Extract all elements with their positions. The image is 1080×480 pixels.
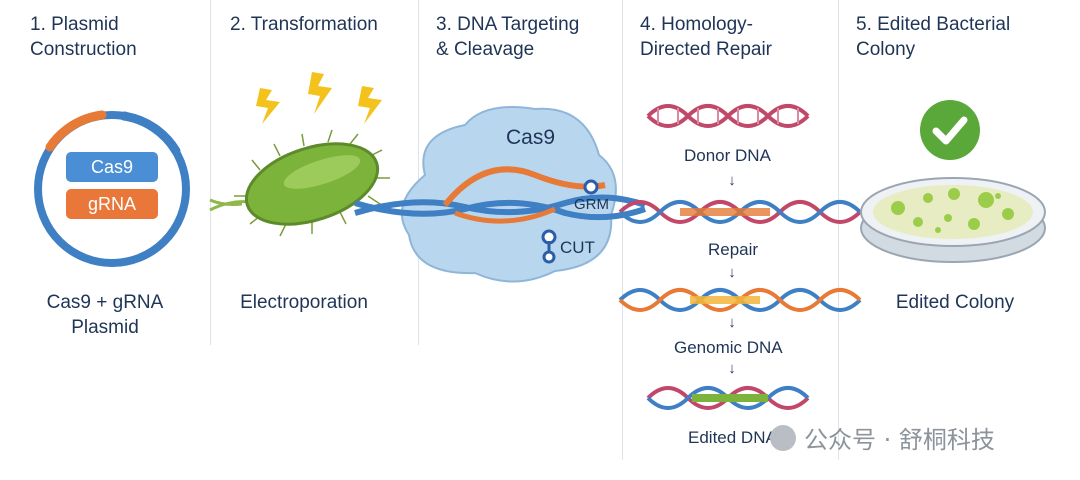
- divider-2: [418, 0, 419, 345]
- grna-label: gRNA: [87, 194, 136, 214]
- grna-label-box: gRNA: [66, 189, 158, 219]
- wechat-logo-icon: [770, 424, 796, 451]
- divider-4: [838, 0, 839, 460]
- edited-dna-icon: [646, 386, 810, 410]
- repair-label: Repair: [708, 240, 759, 259]
- arrow-down-icon: ↓: [728, 264, 736, 281]
- lightning-icon: [256, 72, 382, 124]
- cas9-label: Cas9: [90, 157, 134, 177]
- step-5-title: 5. Edited Bacterial Colony: [856, 14, 1011, 60]
- step-2-caption: Electroporation: [240, 292, 368, 313]
- step-1-title: 1. Plasmid Construction: [30, 14, 137, 60]
- cas9-protein-label: Cas9: [506, 126, 556, 149]
- watermark: 公众号 · 舒桐科技: [770, 420, 995, 455]
- grm-label: GRM: [574, 196, 609, 213]
- genomic-dna-icon: [618, 288, 862, 312]
- edited-dna-label: Edited DNA: [688, 428, 777, 447]
- cut-label: CUT: [560, 238, 595, 257]
- petri-dish-icon: [860, 177, 1046, 263]
- donor-dna-label: Donor DNA: [684, 146, 771, 165]
- target-dna-icon: [618, 200, 862, 224]
- cas9-protein-icon: [354, 106, 646, 283]
- bacterium-icon: [209, 129, 390, 237]
- divider-1: [210, 0, 211, 345]
- donor-dna-icon: [646, 104, 810, 128]
- step-2-title: 2. Transformation: [230, 14, 378, 35]
- watermark-text: 公众号 · 舒桐科技: [804, 426, 995, 454]
- genomic-dna-label: Genomic DNA: [674, 338, 783, 357]
- step-1-caption: Cas9 + gRNA Plasmid: [46, 292, 164, 338]
- step-3-title: 3. DNA Targeting & Cleavage: [436, 14, 580, 60]
- arrow-down-icon: ↓: [728, 360, 736, 377]
- arrow-down-icon: ↓: [728, 172, 736, 189]
- check-icon: [920, 100, 980, 160]
- arrow-down-icon: ↓: [728, 314, 736, 331]
- step-4-title: 4. Homology- Directed Repair: [640, 14, 772, 60]
- plasmid-ring-icon: [34, 110, 190, 267]
- cas9-label-box: Cas9: [66, 152, 158, 182]
- divider-3: [622, 0, 623, 460]
- step-5-caption: Edited Colony: [895, 292, 1015, 313]
